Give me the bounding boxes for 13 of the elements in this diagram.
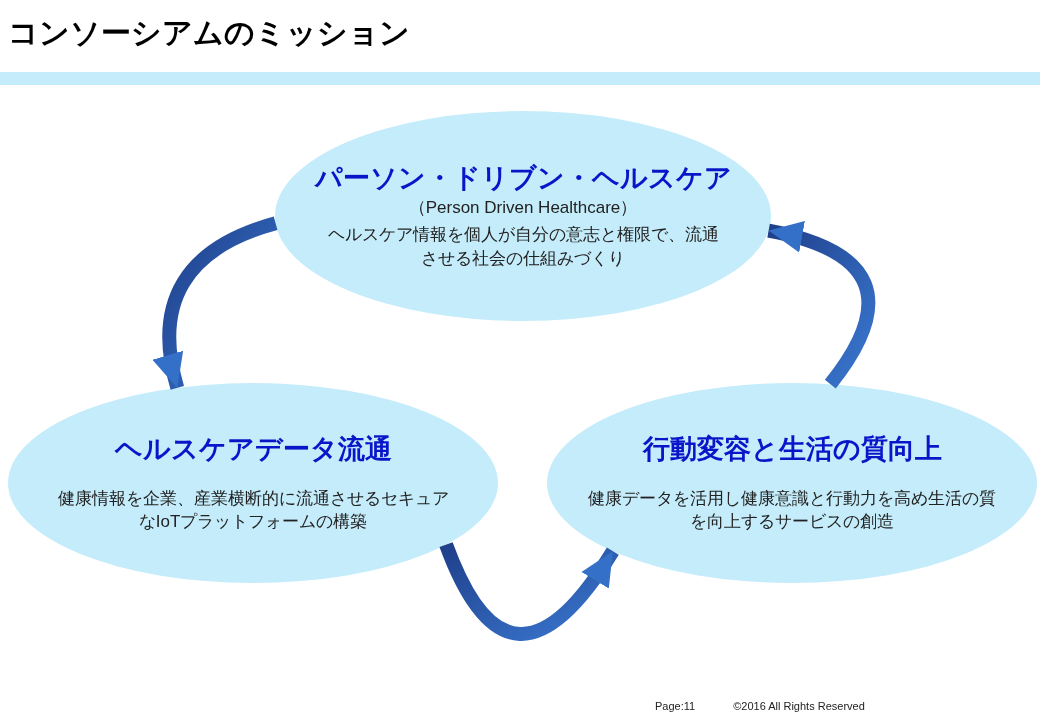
node-heading: パーソン・ドリブン・ヘルスケア bbox=[314, 162, 732, 196]
node-heading: 行動変容と生活の質向上 bbox=[642, 432, 942, 466]
node-text: 健康情報を企業、産業横断的に流通させるセキュアなIoTプラットフォームの構築 bbox=[56, 487, 450, 533]
node-heading: ヘルスケアデータ流通 bbox=[114, 432, 392, 466]
node-text: ヘルスケア情報を個人が自分の意志と権限で、流通させる社会の仕組みづくり bbox=[326, 224, 720, 270]
curved-arrow bbox=[767, 222, 875, 389]
page-title: コンソーシアムのミッション bbox=[8, 15, 410, 51]
node-text: 健康データを活用し健康意識と行動力を高め生活の質を向上するサービスの創造 bbox=[587, 487, 997, 533]
node-text: （Person Driven Healthcare） bbox=[407, 196, 639, 219]
curved-arrow bbox=[153, 216, 278, 390]
curved-arrow bbox=[439, 541, 619, 641]
footer-text: ©2016 All Rights Reserved bbox=[733, 699, 865, 714]
footer-text: Page:11 bbox=[655, 699, 696, 714]
